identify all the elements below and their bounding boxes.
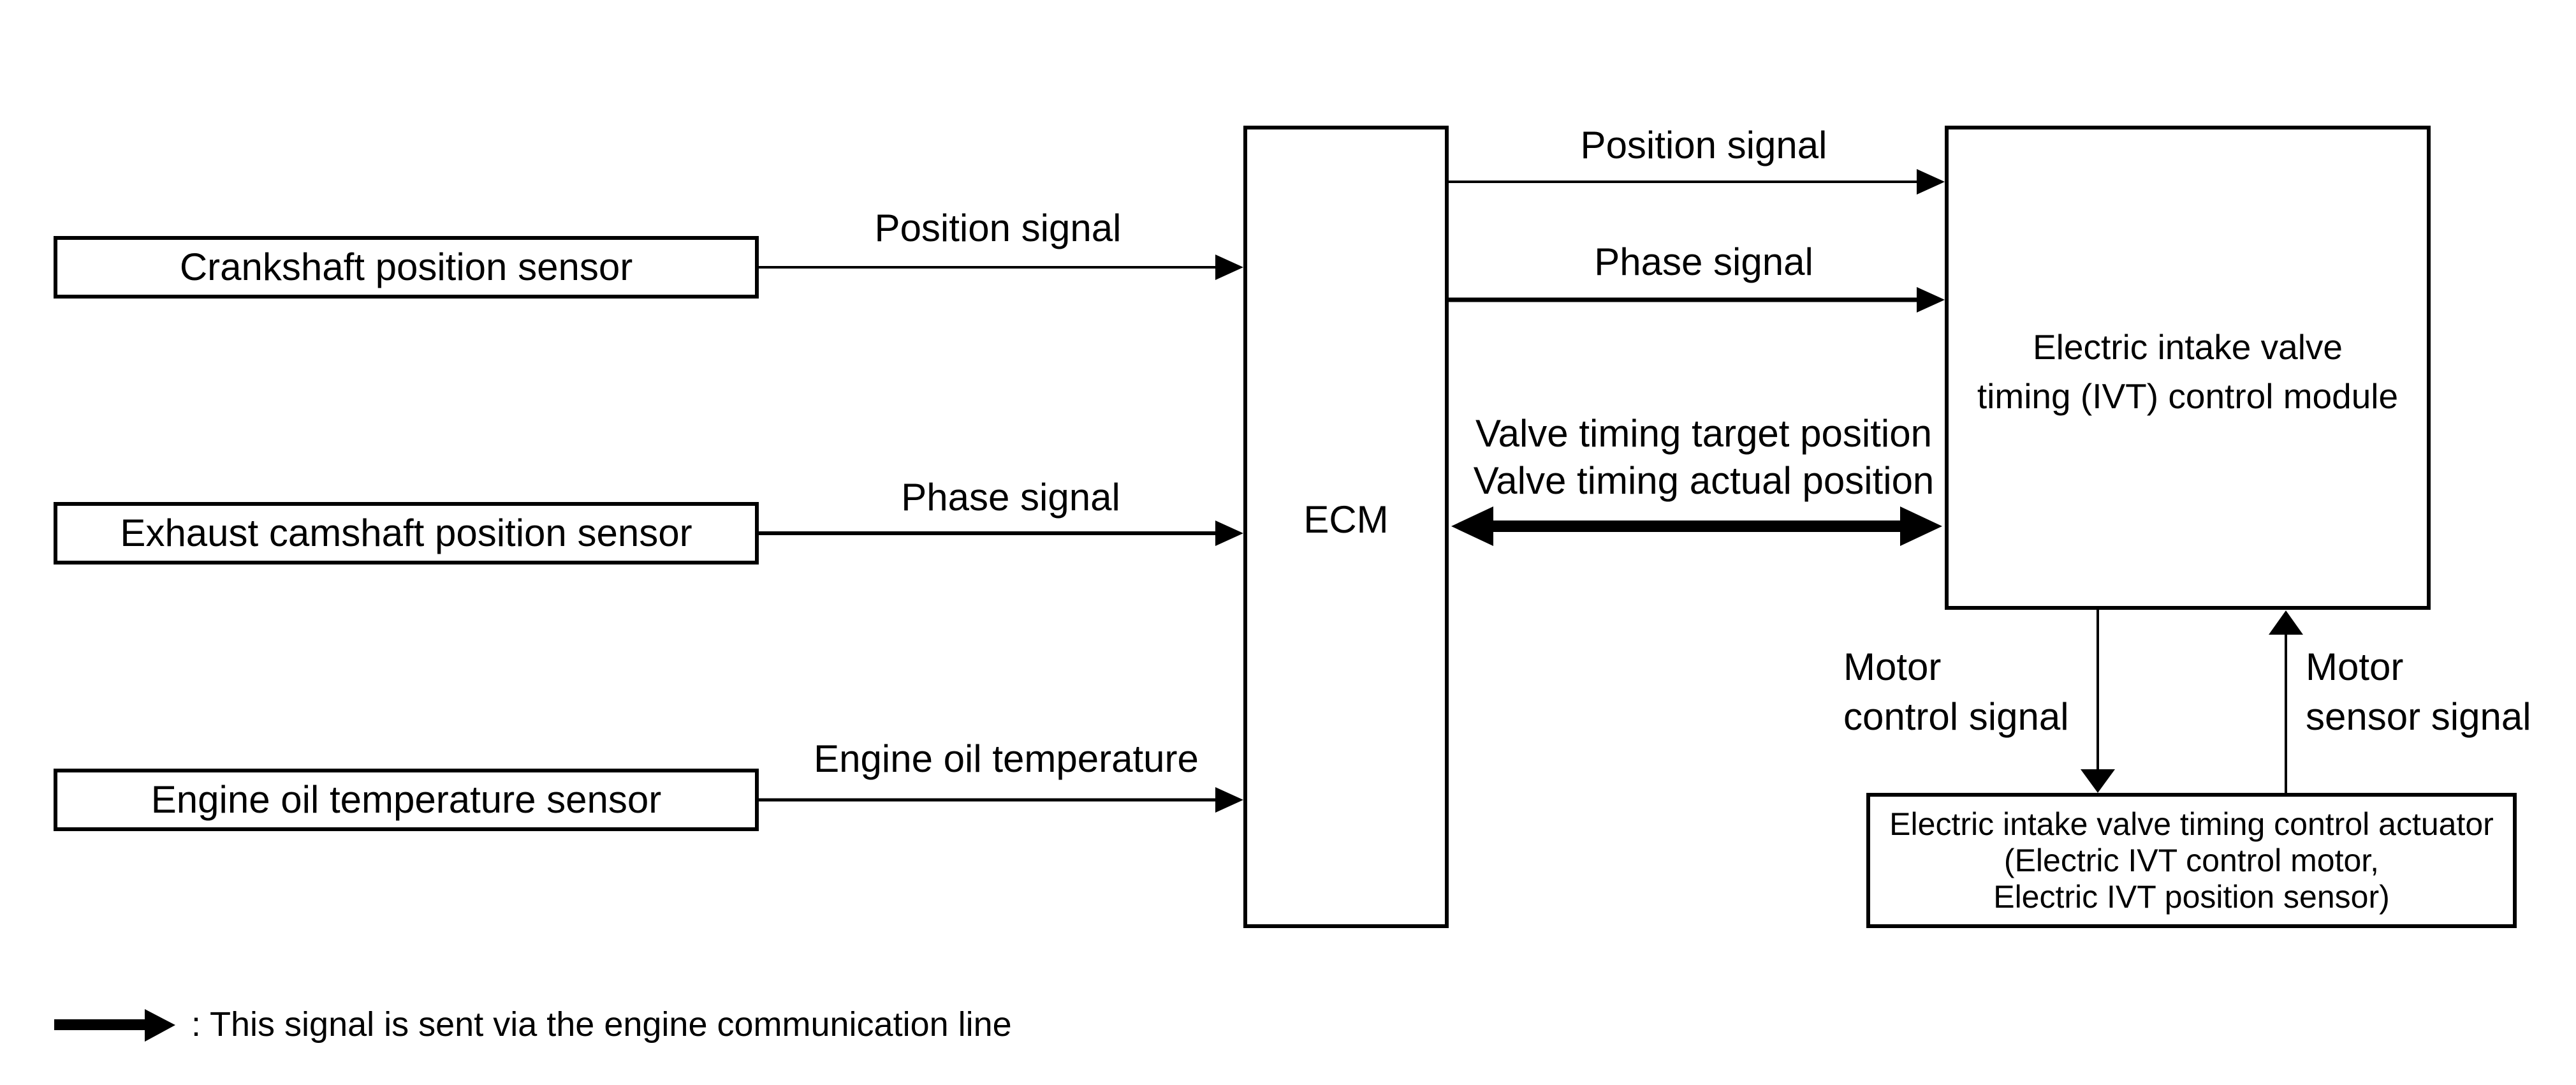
engine-oil-temperature-sensor-box: Engine oil temperature sensor [54,769,759,831]
arrow-ecm-module-bus [1451,506,1942,546]
motor-control-label-line1: Motor [1843,646,1942,688]
arrow-module-to-actuator [2081,610,2115,793]
actuator-label-line3: Electric IVT position sensor) [1993,878,2390,915]
motor-sensor-label-line2: sensor signal [2306,695,2531,738]
crankshaft-sensor-label: Crankshaft position sensor [179,246,633,288]
actuator-label-line1: Electric intake valve timing control act… [1889,806,2494,842]
arrow-exhaust-to-ecm [759,520,1243,546]
valve-timing-bus-label: Valve timing target position Valve timin… [1474,410,1935,505]
arrow-ecm-to-module-phase [1449,287,1945,313]
ivt-module-label-line2: timing (IVT) control module [1977,376,2399,416]
valve-timing-target-label: Valve timing target position [1475,412,1932,455]
oil-temperature-signal-label: Engine oil temperature [814,737,1199,780]
legend-text: : This signal is sent via the engine com… [191,1005,1012,1044]
motor-control-label-line2: control signal [1843,695,2069,738]
ivt-control-actuator-box: Electric intake valve timing control act… [1866,793,2517,928]
ecm-label: ECM [1303,498,1389,541]
arrow-actuator-to-module [2269,610,2303,793]
oil-temperature-sensor-label: Engine oil temperature sensor [150,778,662,821]
arrow-ecm-to-module-position [1449,169,1945,195]
crankshaft-signal-label: Position signal [874,207,1122,249]
arrow-oiltemp-to-ecm [759,787,1243,813]
ivt-module-label-line1: Electric intake valve [2032,327,2343,367]
motor-sensor-label-line1: Motor [2306,646,2404,688]
exhaust-sensor-label: Exhaust camshaft position sensor [120,512,692,554]
arrow-crankshaft-to-ecm [759,255,1243,280]
ecm-module-phase-signal-label: Phase signal [1594,240,1813,283]
exhaust-signal-label: Phase signal [901,476,1120,519]
actuator-label-line2: (Electric IVT control motor, [2003,842,2380,878]
ivt-control-module-box [1945,126,2431,610]
exhaust-camshaft-position-sensor-box: Exhaust camshaft position sensor [54,502,759,565]
motor-sensor-signal-label: Motor sensor signal [2306,642,2531,742]
ecm-module-position-signal-label: Position signal [1580,124,1827,166]
crankshaft-position-sensor-box: Crankshaft position sensor [54,236,759,299]
ecm-box [1243,126,1449,928]
legend-bus-arrow-icon [54,1009,175,1042]
ivt-control-module-label: Electric intake valve timing (IVT) contr… [1977,323,2398,421]
motor-control-signal-label: Motor control signal [1843,642,2069,742]
valve-timing-actual-label: Valve timing actual position [1473,459,1935,502]
